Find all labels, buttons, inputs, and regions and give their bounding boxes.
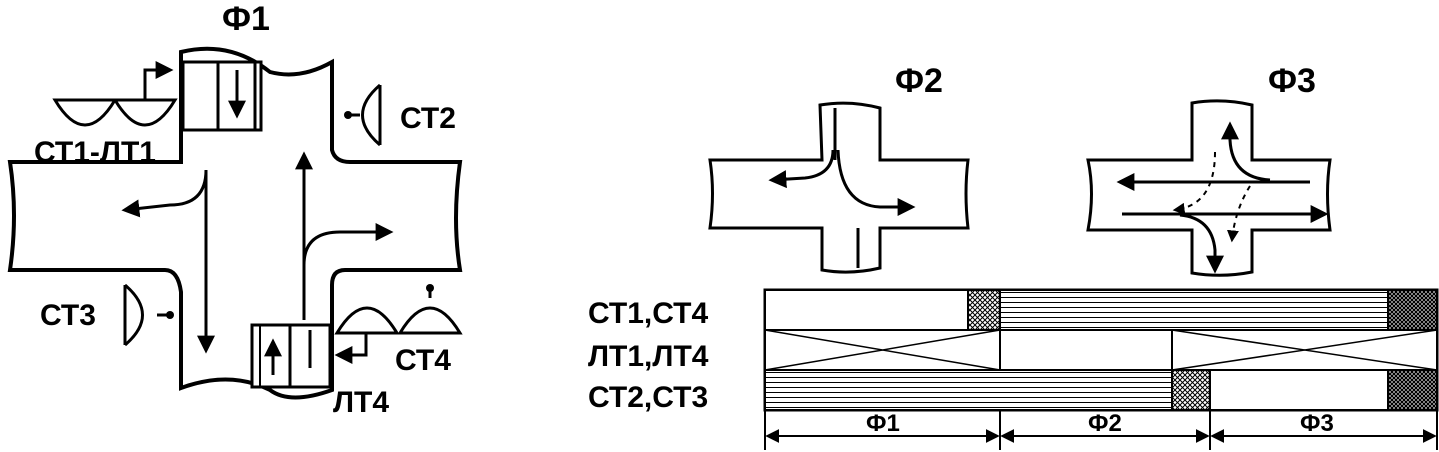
label-st3: СТ3 — [40, 299, 96, 332]
phase3-intersection: Ф3 — [1086, 62, 1332, 277]
row-label-st1-st4: СТ1,СТ4 — [588, 297, 709, 330]
phase1-signal-head-top — [181, 60, 263, 132]
label-st4: СТ4 — [395, 344, 451, 377]
row-label-st2-st3: СТ2,СТ3 — [588, 381, 708, 414]
timing-phase3-label: Ф3 — [1300, 410, 1334, 437]
row-label-lt1-lt4: ЛТ1,ЛТ4 — [588, 340, 709, 373]
label-lt4: ЛТ4 — [333, 386, 389, 419]
label-st1-lt1: СТ1-ЛТ1 — [34, 136, 156, 169]
phase3-road-outline — [1086, 99, 1332, 277]
phase2-intersection: Ф2 — [708, 62, 970, 274]
phase3-title: Ф3 — [1268, 62, 1316, 100]
label-st2: СТ2 — [400, 102, 456, 135]
phase1-intersection: Ф1 СТ1-ЛТ1 СТ2 СТ3 СТ4 ЛТ4 — [7, 0, 463, 419]
phase2-title: Ф2 — [895, 62, 943, 100]
phase1-title: Ф1 — [222, 0, 270, 38]
phase2-road-outline — [708, 101, 970, 274]
timing-diagram: СТ1,СТ4 ЛТ1,ЛТ4 СТ2,СТ3 Ф1 Ф2 Ф3 — [588, 288, 1439, 450]
timing-phase2-label: Ф2 — [1088, 410, 1122, 437]
timing-phase1-label: Ф1 — [866, 410, 900, 437]
phase1-road-outline — [7, 46, 463, 400]
